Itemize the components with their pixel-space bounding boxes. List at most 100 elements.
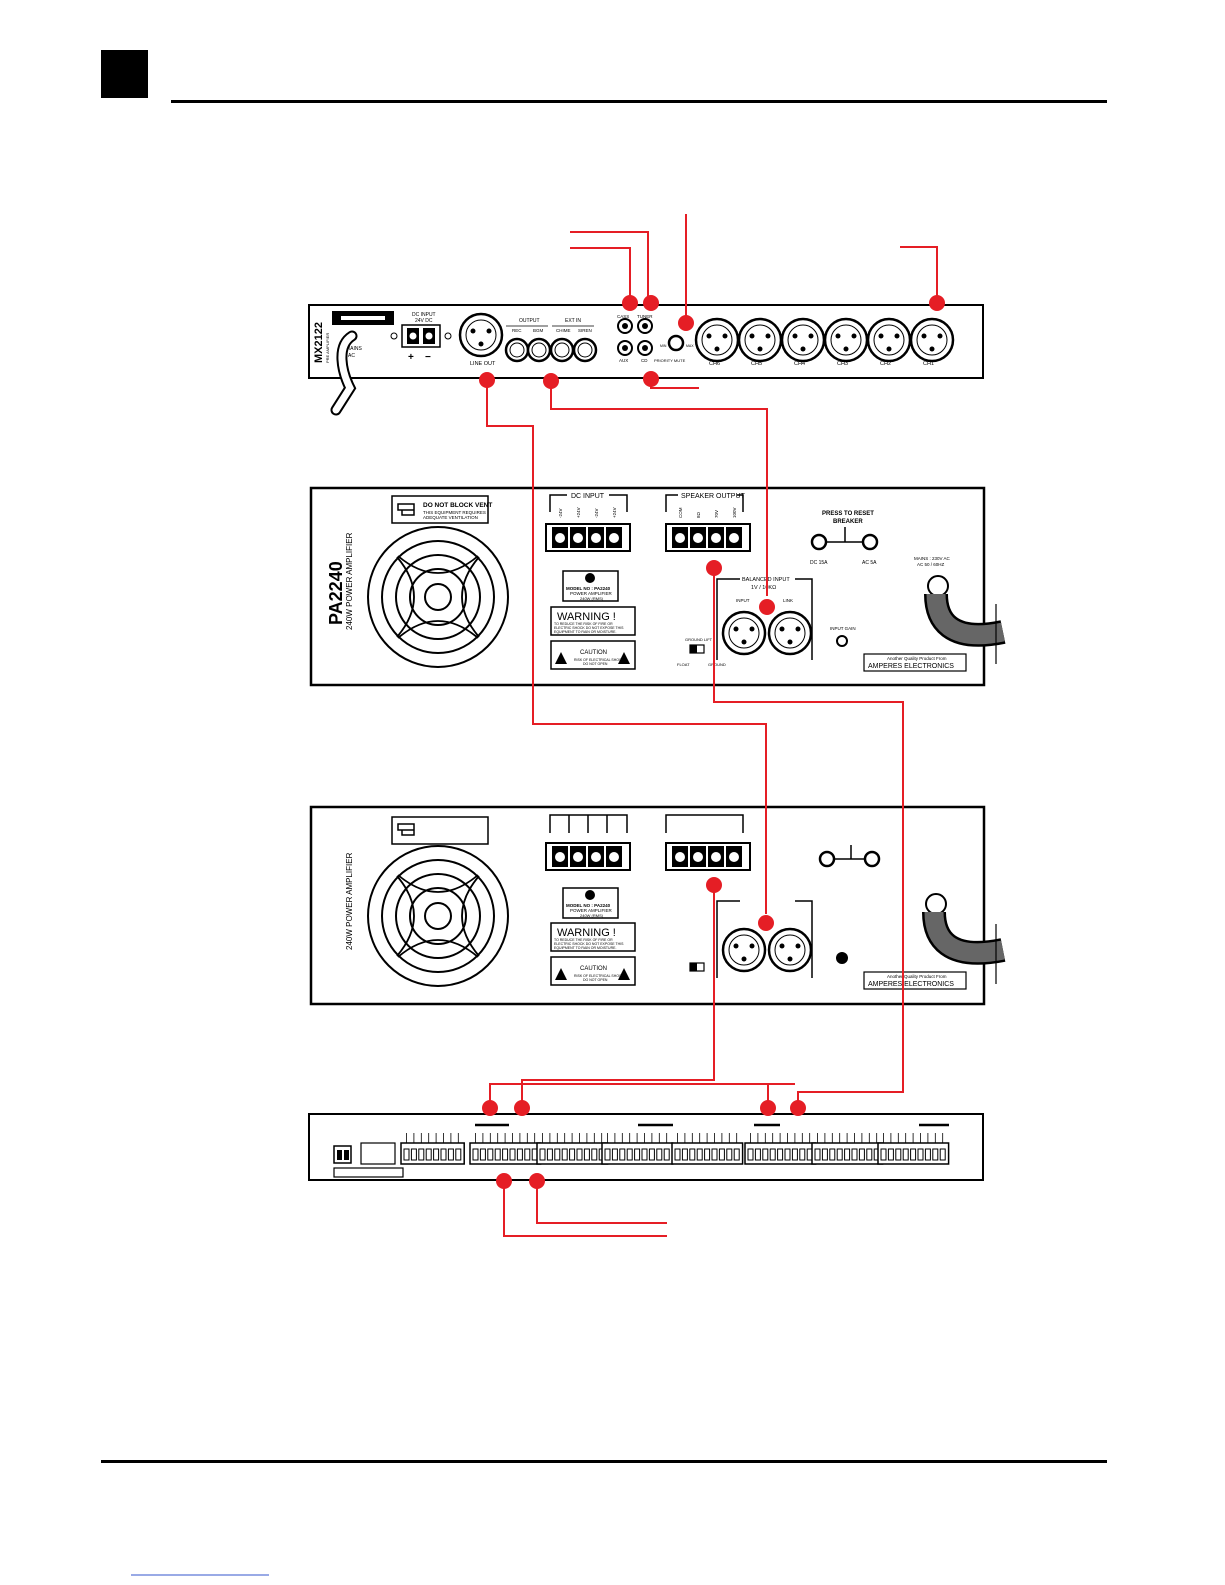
cass-label: CASS: [617, 314, 629, 319]
amp1-caution-box: CAUTION RISK OF ELECTRICAL SHOCK DO NOT …: [550, 640, 636, 670]
amp2-caution: CAUTION: [580, 966, 607, 972]
speaker-output-label: SPEAKER OUTPUT: [681, 493, 746, 500]
mic-channel-xlr: [780, 317, 826, 363]
amp2-input-xlr: [721, 927, 767, 973]
ground-lift-label: GROUND LIFT: [685, 637, 713, 642]
dc-breaker: [818, 850, 836, 868]
amp1-caution: CAUTION: [580, 650, 607, 656]
amp1-dc-input-label: DC INPUT: [571, 493, 605, 500]
amp1-warning: WARNING !: [557, 611, 616, 623]
amp1-model-label: PA2240: [326, 561, 346, 625]
channel-label-4: CH4: [794, 361, 805, 367]
dc-term-2: +24V: [576, 507, 581, 518]
input-gain-knob: [836, 635, 848, 647]
mic-channel-xlr: [823, 317, 869, 363]
breaker-label: BREAKER: [833, 519, 863, 525]
min-label: MIN: [660, 344, 667, 348]
input-gain-knob: [836, 952, 848, 964]
mic-channel-xlr: [694, 317, 740, 363]
mixer-subtitle-label: PRE AMPLIFIER: [325, 333, 330, 363]
amp2-rms: 240W (RMS): [580, 913, 604, 918]
amp1-power-amp: POWER AMPLIFIER: [570, 591, 613, 596]
footer-rule: [101, 1460, 1107, 1463]
amp2-speaker-terminal: [665, 842, 751, 871]
priority-mute-label: PRIORITY MUTE: [654, 358, 686, 363]
amp2-caution-2: DO NOT OPEN: [583, 978, 608, 982]
terminal-block: [469, 1133, 542, 1165]
do-not-block-label: DO NOT BLOCK VENT: [423, 502, 492, 509]
rca-inputs: [617, 318, 653, 356]
mic-channel-labels: CH6 CH5 CH4 CH3 CH2 CH1: [709, 361, 934, 367]
amp1-warn-2: ELECTRIC SHOCK DO NOT EXPOSE THIS: [554, 626, 624, 630]
mic-channel-xlr: [909, 317, 955, 363]
connection-wires: [486, 214, 938, 1237]
amp1-link-xlr: [767, 610, 813, 656]
amp1-model-no: MODEL NO : PA2240: [566, 586, 611, 591]
ac-label: AC: [348, 353, 355, 359]
amp2-subtitle-label: 240W POWER AMPLIFIER: [345, 852, 354, 950]
aux-label: AUX: [619, 358, 628, 363]
max-label: MAX: [686, 344, 694, 348]
input-gain-label: INPUT GAIN: [830, 626, 856, 631]
rec-label: REC: [512, 328, 522, 333]
amp1-mains-label: MAINS : 230V AC: [914, 556, 951, 561]
amp2-warning-box: WARNING ! TO REDUCE THE RISK OF FIRE OR …: [550, 922, 636, 952]
tuner-label: TUNER: [637, 314, 653, 319]
spk-term-3: 70V: [714, 510, 719, 518]
bgm-label: BGM: [533, 328, 544, 333]
output-label: OUTPUT: [519, 318, 540, 324]
amp2-warning: WARNING !: [557, 927, 616, 939]
spk-term-1: COM: [678, 507, 683, 518]
amp2-power-amp: POWER AMPLIFIER: [570, 908, 613, 913]
ext-in-label: EXT IN: [565, 318, 581, 324]
terminal-block: [744, 1133, 817, 1165]
dc-input-label: DC INPUT: [412, 312, 436, 318]
amp1-power-cord: [924, 575, 1006, 664]
amp2-brand-1: Another Quality Product From: [887, 974, 947, 979]
terminal-block: [400, 1133, 465, 1165]
impedance-label: 1V / 10KΩ: [751, 585, 776, 591]
amp2-dc-terminal: [545, 842, 631, 871]
ac-fuse-label: AC 5A: [862, 560, 877, 566]
priority-knob: [667, 334, 685, 352]
dc-term-1: -24V: [558, 508, 563, 518]
channel-label-6: CH6: [709, 361, 720, 367]
chapter-marker: [101, 50, 148, 98]
amp2-warn-2: ELECTRIC SHOCK DO NOT EXPOSE THIS: [554, 942, 624, 946]
amp1-warn-1: TO REDUCE THE RISK OF FIRE OR: [554, 622, 613, 626]
ac-breaker: [861, 533, 879, 551]
mic-channel-xlr: [866, 317, 912, 363]
amp1-mains2-label: AC 50 / 60HZ: [917, 562, 945, 567]
channel-label-1: CH1: [923, 361, 934, 367]
amp2-model-no: MODEL NO : PA2240: [566, 903, 611, 908]
amp2-link-xlr: [767, 927, 813, 973]
chime-label: CHIME: [556, 328, 571, 333]
amp2-warn-1: TO REDUCE THE RISK OF FIRE OR: [554, 938, 613, 942]
amp2-power-cord: [922, 893, 1006, 984]
amp1-model-plate: MODEL NO : PA2240 POWER AMPLIFIER 240W (…: [562, 570, 619, 602]
terminal-blocks: [400, 1133, 950, 1165]
press-reset-label: PRESS TO RESET: [822, 511, 874, 517]
channel-label-3: CH3: [837, 361, 848, 367]
amp2-warn-3: EQUIPMENT TO RAIN OR MOISTURE.: [554, 946, 616, 950]
ac-breaker: [863, 850, 881, 868]
plus-label: +: [408, 352, 414, 363]
spk-term-2: 8Ω: [696, 511, 701, 518]
input-label: INPUT: [736, 598, 750, 603]
amp1-warning-box: WARNING ! TO REDUCE THE RISK OF FIRE OR …: [550, 606, 636, 636]
float-label: FLOAT: [677, 662, 690, 667]
channel-label-5: CH5: [751, 361, 762, 367]
cd-label: CD: [641, 358, 648, 363]
amp2-caution-box: CAUTION RISK OF ELECTRICAL SHOCK DO NOT …: [550, 956, 636, 986]
terminal-block: [536, 1133, 609, 1165]
amplifier-1-panel: PA2240 240W POWER AMPLIFIER DO NOT BLOCK…: [309, 486, 1006, 687]
vent-note-1: THIS EQUIPMENT REQUIRES: [423, 510, 486, 515]
dc-term-4: +24V: [612, 507, 617, 518]
amp1-brand-2: AMPERES ELECTRONICS: [868, 663, 954, 670]
minus-label: −: [425, 352, 431, 363]
dc-breaker: [810, 533, 828, 551]
mic-channel-xlr: [737, 317, 783, 363]
amp1-rms: 240W (RMS): [580, 596, 604, 601]
amp2-model-plate: MODEL NO : PA2240 POWER AMPLIFIER 240W (…: [562, 887, 619, 919]
